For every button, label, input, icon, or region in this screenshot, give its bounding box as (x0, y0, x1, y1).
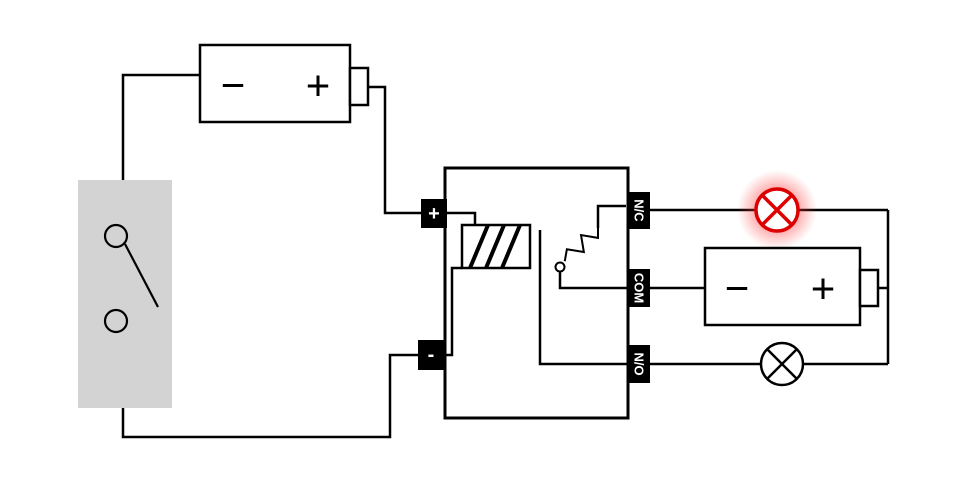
relay-com-terminal (628, 269, 650, 307)
relay-contact-mechanism (538, 204, 628, 366)
battery-right-positive-label: + (811, 265, 836, 312)
switch-contact-top (103, 223, 129, 249)
battery-left-terminal-nub (348, 66, 370, 107)
relay-spring (563, 228, 599, 262)
switch-lever[interactable] (124, 243, 159, 308)
relay-com-terminal-label: COM (632, 273, 647, 303)
battery-left-positive-label: + (306, 62, 331, 109)
battery-left-negative-label: − (221, 62, 246, 109)
relay-positive-terminal-label: + (428, 203, 440, 225)
relay-contact-point (554, 261, 566, 273)
wire-battery-left-to-switch (121, 73, 200, 180)
battery-left: − + (198, 43, 370, 124)
relay-coil-positive-lead (447, 211, 477, 225)
relay-switch-terminals: N/C COM N/O (628, 192, 650, 383)
switch-contact-bottom (103, 308, 129, 334)
coil-hatch-line (484, 224, 506, 269)
battery-right-terminal-nub (858, 268, 880, 308)
wires (121, 73, 890, 439)
wire-battery-left-to-relay-positive (368, 85, 421, 215)
battery-right: − + (703, 246, 880, 327)
battery-right-negative-label: − (725, 265, 750, 312)
lamp-no-cross-line-2 (766, 348, 798, 380)
relay-nc-terminal (628, 192, 650, 229)
coil-hatch-line (468, 224, 490, 269)
relay-armature (538, 230, 628, 366)
relay: + - N/C COM N/O (418, 166, 650, 420)
relay-coil-negative-lead (445, 266, 462, 357)
relay-coil (445, 211, 532, 357)
battery-right-body (703, 246, 862, 327)
relay-com-link (558, 271, 628, 290)
relay-coil-terminals: + - (418, 199, 447, 370)
relay-no-terminal (628, 345, 650, 383)
wire-switch-to-relay-negative (121, 353, 418, 439)
coil-hatch-line (500, 224, 522, 269)
lamp-nc (737, 170, 817, 250)
relay-positive-terminal (421, 199, 447, 228)
relay-negative-terminal (418, 340, 445, 370)
relay-nc-terminal-label: N/C (632, 199, 647, 222)
relay-negative-terminal-label: - (428, 344, 435, 366)
switch-body[interactable] (78, 180, 172, 408)
switch (78, 180, 172, 408)
lamp-nc-cross-line-2 (760, 193, 794, 227)
relay-no-terminal-label: N/O (632, 352, 647, 375)
lamp-no (759, 341, 805, 387)
relay-nc-bracket (596, 204, 626, 228)
